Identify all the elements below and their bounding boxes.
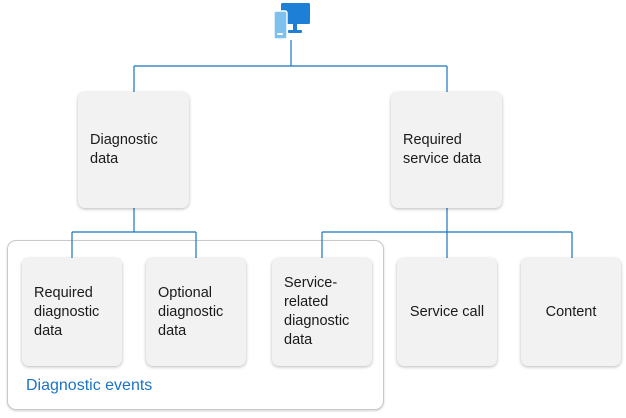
devices-icon	[273, 3, 310, 40]
node-required-diagnostic-data-label: Required diagnostic data	[34, 284, 100, 339]
node-required-diagnostic-data: Required diagnostic data	[22, 258, 122, 366]
node-service-related-diagnostic-data: Service- related diagnostic data	[272, 258, 372, 366]
node-optional-diagnostic-data-label: Optional diagnostic data	[158, 284, 224, 339]
node-service-call-label: Service call	[409, 303, 485, 320]
node-required-service-data: Required service data	[391, 92, 502, 208]
node-diagnostic-data: Diagnostic data	[78, 92, 189, 208]
node-service-related-diagnostic-data-label: Service- related diagnostic data	[284, 275, 350, 348]
node-service-call: Service call	[397, 258, 497, 366]
node-content-label: Content	[545, 303, 597, 320]
diagnostic-events-label: Diagnostic events	[26, 377, 153, 394]
node-diagnostic-data-label: Diagnostic data	[90, 132, 158, 167]
node-optional-diagnostic-data: Optional diagnostic data	[146, 258, 246, 366]
node-content: Content	[521, 258, 621, 366]
node-required-service-data-label: Required service data	[403, 132, 482, 167]
